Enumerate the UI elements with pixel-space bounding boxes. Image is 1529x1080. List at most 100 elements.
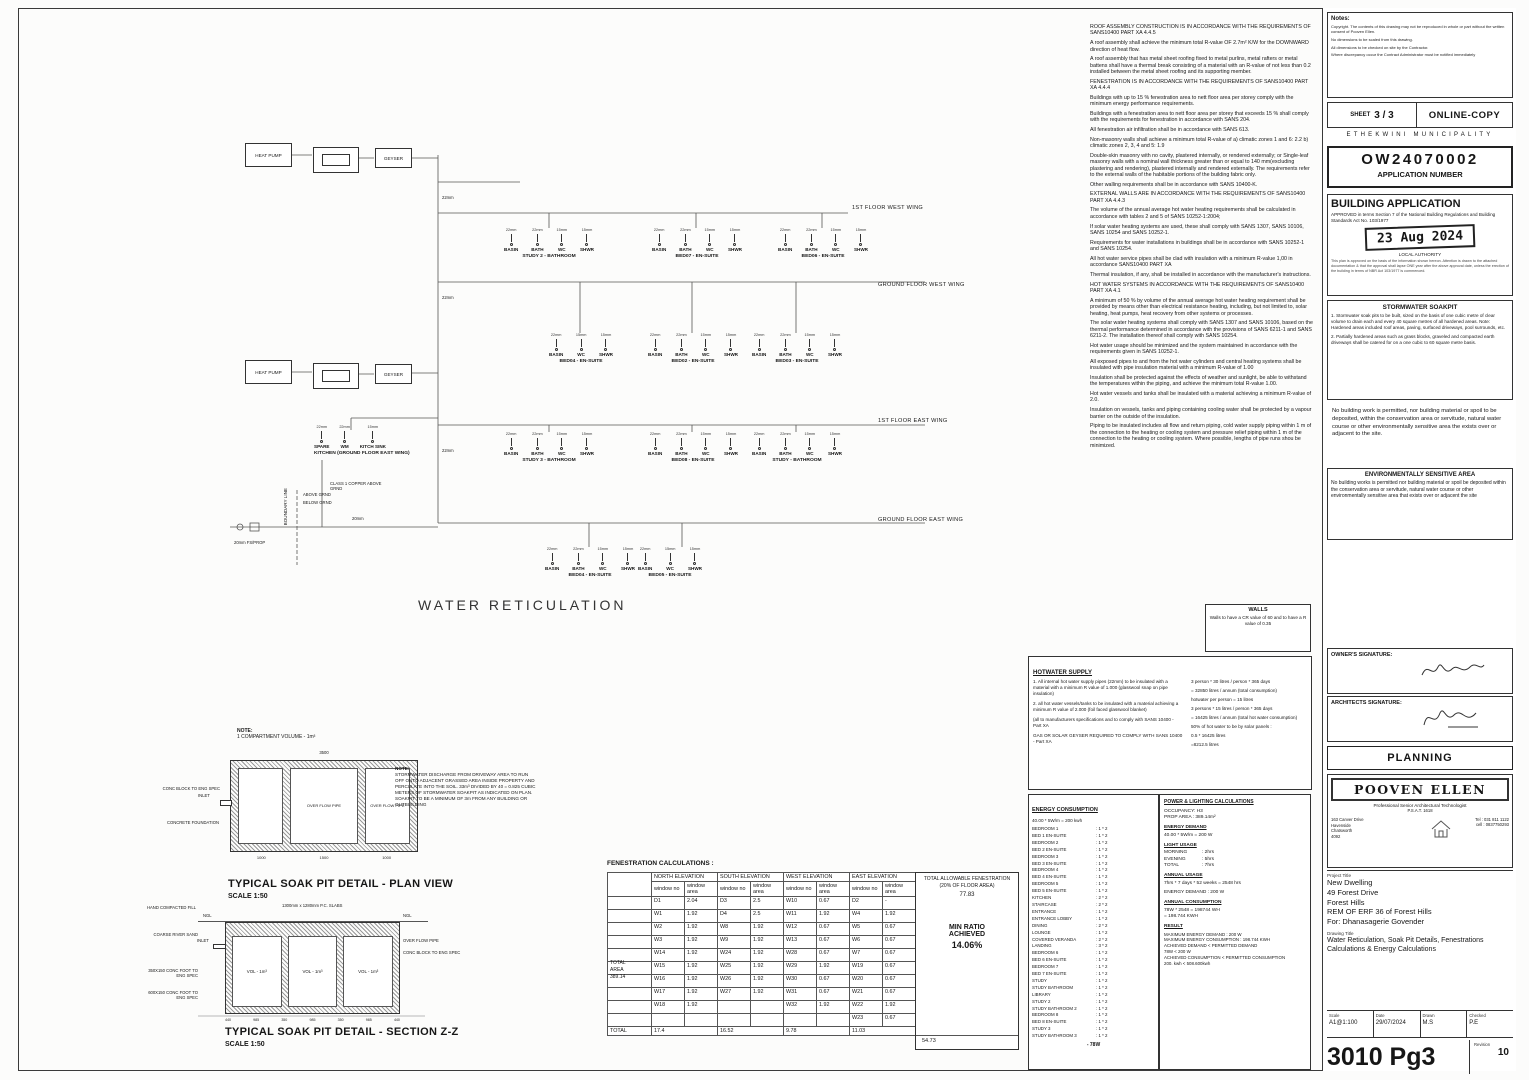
notes-box: Notes: Copyright. The contents of this d… <box>1327 12 1513 98</box>
fixture-symbol <box>604 348 608 351</box>
fixture-symbol <box>859 243 863 246</box>
cell: W3 <box>651 935 685 949</box>
cell: W20 <box>849 974 883 988</box>
fixture-symbol <box>668 562 672 565</box>
cell: W18 <box>651 1000 685 1014</box>
subcol-window-area: window area <box>750 881 784 897</box>
hotwater-calc-line: = 16425 litres / annum (total hot water … <box>1191 714 1298 720</box>
fixture-label: BATH <box>779 451 792 456</box>
geyser-label: GEYSER <box>383 371 404 377</box>
stormwater-soakpit-box: STORMWATER SOAKPIT 1. Stormwater soak pi… <box>1327 300 1513 400</box>
fixture-label: BASIN <box>504 451 519 456</box>
cell: W17 <box>651 987 685 1001</box>
result-line: MAXIMUM ENERGY CONSUMPTION : 198.744 KWH <box>1164 937 1271 943</box>
hotwater-calc-line: 3 person * 30 litres / person * 365 days <box>1191 679 1271 684</box>
spec-paragraph: If solar water heating systems are used,… <box>1090 223 1304 237</box>
fixture-symbol <box>653 348 657 351</box>
room-name: LIBRARY <box>1032 991 1051 997</box>
pipe-drop <box>784 438 786 446</box>
fixture-label: WC <box>557 451 566 456</box>
cell: W11 <box>783 909 817 923</box>
fenestration-table: NORTH ELEVATION SOUTH ELEVATION WEST ELE… <box>607 872 916 1036</box>
revision-label: Revision <box>1474 1042 1491 1047</box>
pipe-size-label: 22mm <box>653 228 665 232</box>
room-label: BED04 - EN-SUITE <box>559 359 603 364</box>
allowable-value: 77.83 <box>959 892 975 898</box>
spec-paragraph: A minimum of 50 % by volume of the annua… <box>1090 297 1307 317</box>
section-foot350-label: 350X150 CONC FOOT TO ENG SPEC <box>148 968 198 978</box>
dim-value: 1000 <box>256 855 266 860</box>
room-value: : 1 * 2 <box>1096 860 1108 866</box>
energy-room-row: STUDY BATHROOM: 1 * 2 <box>1032 985 1155 992</box>
pipe-drop <box>810 234 812 242</box>
pipe-drop <box>586 234 588 242</box>
address-line: Chatsworth <box>1331 828 1353 834</box>
pipe-size-label: 15mm <box>575 333 587 337</box>
project-title-line: 49 Forest Drive <box>1327 887 1379 897</box>
sans-specifications: ROOF ASSEMBLY CONSTRUCTION IS IN ACCORDA… <box>1090 24 1313 452</box>
pipe-size-label: 15mm <box>367 425 379 429</box>
fixture-label: WC <box>831 247 840 252</box>
fixture-label: SHWR <box>723 451 738 456</box>
energy-room-row: BEDROOM 6: 1 * 2 <box>1032 950 1155 957</box>
dim-value: 1500 <box>319 855 329 860</box>
fixture-symbol <box>729 447 733 450</box>
total-area-line: 389.14 <box>610 974 626 980</box>
spec-paragraph: The volume of the annual average hot wat… <box>1090 207 1296 220</box>
power-title: POWER & LIGHTING CALCULATIONS <box>1164 799 1254 805</box>
energy-room-row: STUDY BATHROOM 3: 1 * 2 <box>1032 1033 1155 1040</box>
pipe-drop <box>694 553 696 561</box>
fixture-symbol <box>808 447 812 450</box>
pipe-size-label: 22mm <box>546 547 558 551</box>
room-name: COVERED VERANDA <box>1032 936 1077 942</box>
room-value: : 1 * 2 <box>1096 874 1108 880</box>
pipe-size-label: 22mm <box>676 432 687 436</box>
room-name: BED 7 EN-SUITE <box>1032 971 1067 977</box>
pipe-size-label: 15mm <box>725 432 737 436</box>
cell: 1.92 <box>882 1000 916 1014</box>
row-header-cell <box>607 987 652 1001</box>
plan-inlet-stub <box>220 800 232 806</box>
hotwater-supply-box: HOTWATER SUPPLY 1. All internal hot wate… <box>1028 656 1312 790</box>
pipe-size-annotation: 22mm <box>442 295 454 300</box>
building-application-box: BUILDING APPLICATION APPROVED in terms S… <box>1327 194 1513 296</box>
fixture-label: SHWR <box>579 247 594 252</box>
room-name: STUDY 2 <box>1032 998 1051 1004</box>
result-line: 200. kwh < 508.600kwh <box>1164 961 1211 967</box>
room-label: STUDY 2 - BATHROOM <box>522 254 576 259</box>
min-ratio-value: 14.06% <box>951 940 983 950</box>
pipe-drop <box>784 339 786 347</box>
usage-label: MORNING <box>1164 850 1188 856</box>
pipe-size-label: 15mm <box>581 432 593 436</box>
room-label: STUDY - BATHROOM <box>772 458 822 463</box>
pipe-drop <box>709 234 711 242</box>
result-header: RESULT <box>1164 924 1183 930</box>
hotwater-calc-line: 3 persons * 15 litres / person * 365 day… <box>1191 705 1273 711</box>
dim-value: 440 <box>225 1018 231 1022</box>
subcol-window-no: window no <box>783 881 817 897</box>
light-usage-row: EVENING: 5hrs <box>1164 857 1306 863</box>
project-title-line: For: Dhanasagerie Govender <box>1327 917 1425 926</box>
spec-paragraph: All hot water service pipes shall be cla… <box>1090 255 1293 269</box>
sheet-label: SHEET <box>1350 112 1371 118</box>
room-value: : 2 * 2 <box>1096 895 1108 901</box>
drawn-cell: Drawn M.S <box>1419 1011 1467 1037</box>
cell: W25 <box>717 961 751 975</box>
pipe-size-label: 22mm <box>779 228 791 232</box>
soakpit-note-1: NOTE: 1 COMPARTMENT VOLUME - 1m³ <box>237 728 357 740</box>
energy-room-row: STUDY 2: 1 * 2 <box>1032 999 1155 1006</box>
room-name: BED 5 EN-SUITE <box>1032 888 1067 894</box>
